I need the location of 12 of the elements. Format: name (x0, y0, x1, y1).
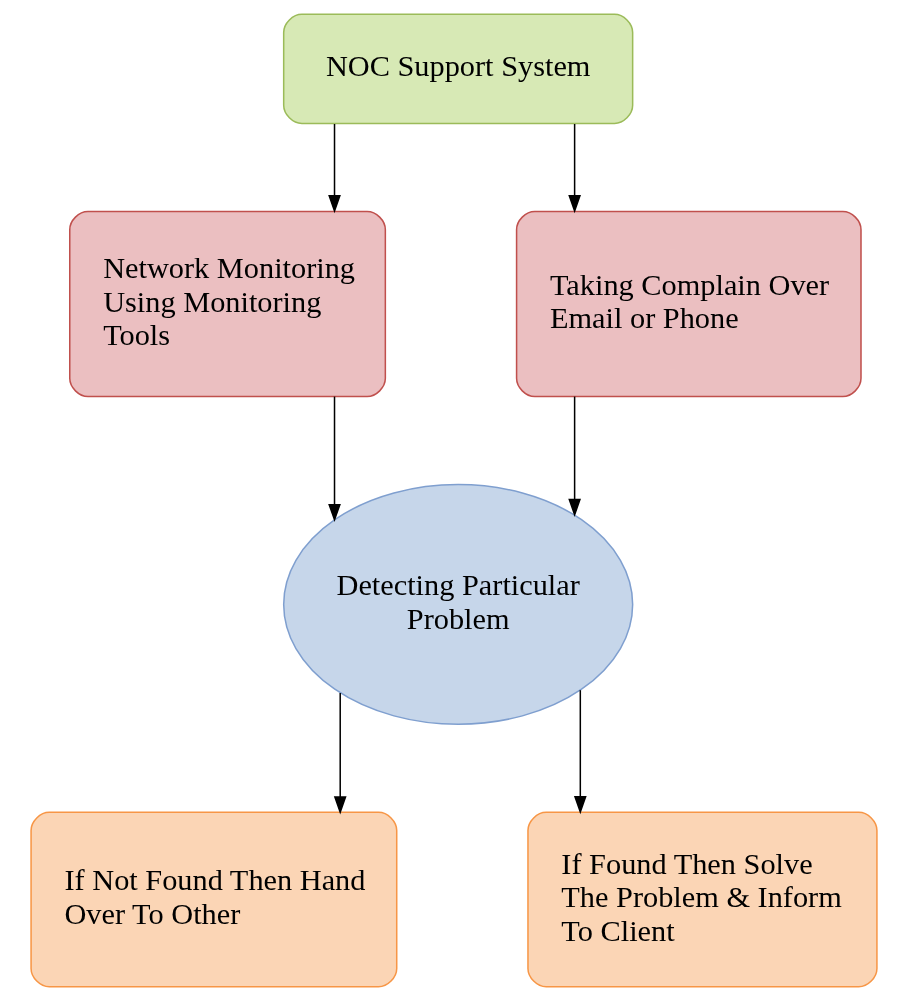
arrow (567, 123, 581, 214)
node-ellipse: Detecting Particular Problem (282, 483, 633, 726)
node-box: Network Monitoring Using Monitoring Tools (68, 210, 386, 398)
arrow (573, 689, 587, 815)
node-box: If Found Then Solve The Problem & Inform To Client (526, 811, 878, 988)
arrow (327, 123, 341, 214)
node-box: If Not Found Then Hand Over To Other (29, 811, 397, 988)
arrow (567, 395, 581, 518)
arrow (327, 395, 341, 523)
node-box: NOC Support System (282, 13, 633, 125)
node-box: Taking Complain Over Email or Phone (515, 210, 862, 398)
arrow (333, 692, 347, 815)
